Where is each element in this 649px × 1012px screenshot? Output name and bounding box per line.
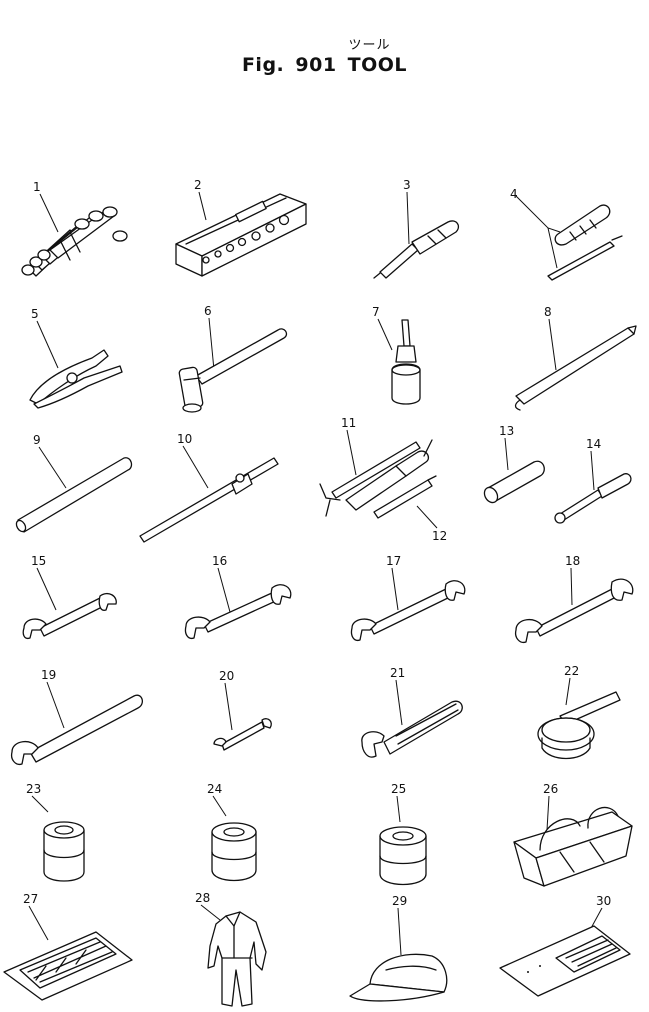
part-18-wrench (514, 578, 634, 644)
part-label-12: 12 (432, 529, 447, 543)
part-16-wrench (184, 584, 292, 640)
part-26-tool-bag (513, 806, 633, 887)
part-label-5: 5 (31, 307, 39, 321)
part-20-wrench (213, 718, 272, 751)
part-14-extension-bar (554, 473, 632, 524)
part-label-27: 27 (23, 892, 38, 906)
part-12-nozzle-extension (373, 475, 437, 519)
part-9-pipe (15, 457, 133, 533)
part-label-14: 14 (586, 437, 601, 451)
part-label-25: 25 (391, 782, 406, 796)
part-label-29: 29 (392, 894, 407, 908)
part-5-pliers (29, 349, 123, 409)
part-10-sliding-handle (139, 457, 279, 543)
part-3-screwdriver (373, 220, 460, 279)
part-label-16: 16 (212, 554, 227, 568)
part-label-1: 1 (33, 180, 41, 194)
part-label-15: 15 (31, 554, 46, 568)
part-label-4: 4 (510, 187, 518, 201)
part-label-10: 10 (177, 432, 192, 446)
part-7-oiler (391, 319, 421, 405)
part-label-28: 28 (195, 891, 210, 905)
part-label-2: 2 (194, 178, 202, 192)
part-25-socket (379, 826, 427, 886)
part-label-30: 30 (596, 894, 611, 908)
part-label-24: 24 (207, 782, 222, 796)
part-label-19: 19 (41, 668, 56, 682)
part-label-9: 9 (33, 433, 41, 447)
part-22-filter-wrench (537, 691, 621, 760)
part-21-adjustable-wrench (361, 700, 463, 758)
part-1-wrench-set (21, 206, 128, 277)
part-label-8: 8 (544, 305, 552, 319)
part-13-sleeve (483, 460, 545, 504)
part-label-21: 21 (390, 666, 405, 680)
part-label-7: 7 (372, 305, 380, 319)
leader-lines (28, 191, 603, 956)
part-label-11: 11 (341, 416, 356, 430)
part-label-17: 17 (386, 554, 401, 568)
part-15-wrench (22, 592, 117, 640)
part-label-18: 18 (565, 554, 580, 568)
part-24-socket (211, 822, 257, 882)
part-8-bar (514, 325, 637, 411)
part-11-grease-gun (319, 439, 433, 517)
part-27-document (3, 931, 133, 1001)
part-label-13: 13 (499, 424, 514, 438)
part-label-3: 3 (403, 178, 411, 192)
part-17-wrench (350, 580, 466, 642)
part-28-coveralls (207, 911, 267, 1007)
part-29-cap (349, 953, 448, 1002)
part-label-23: 23 (26, 782, 41, 796)
figure-title: Fig. 901 TOOL (241, 54, 408, 76)
part-30-booklet (499, 925, 631, 997)
part-19-wrench (10, 694, 144, 766)
part-6-hammer (178, 328, 288, 413)
part-label-20: 20 (219, 669, 234, 683)
part-label-6: 6 (204, 304, 212, 318)
part-label-22: 22 (564, 664, 579, 678)
part-23-socket (43, 821, 85, 882)
part-label-26: 26 (543, 782, 558, 796)
figure-title-japanese: ツール (348, 38, 391, 53)
part-labels: 1 2 3 4 5 6 7 8 9 10 11 12 13 14 15 16 1… (23, 178, 611, 908)
part-4-screwdriver-bit (547, 204, 623, 281)
part-2-socket-set-box (175, 193, 307, 277)
